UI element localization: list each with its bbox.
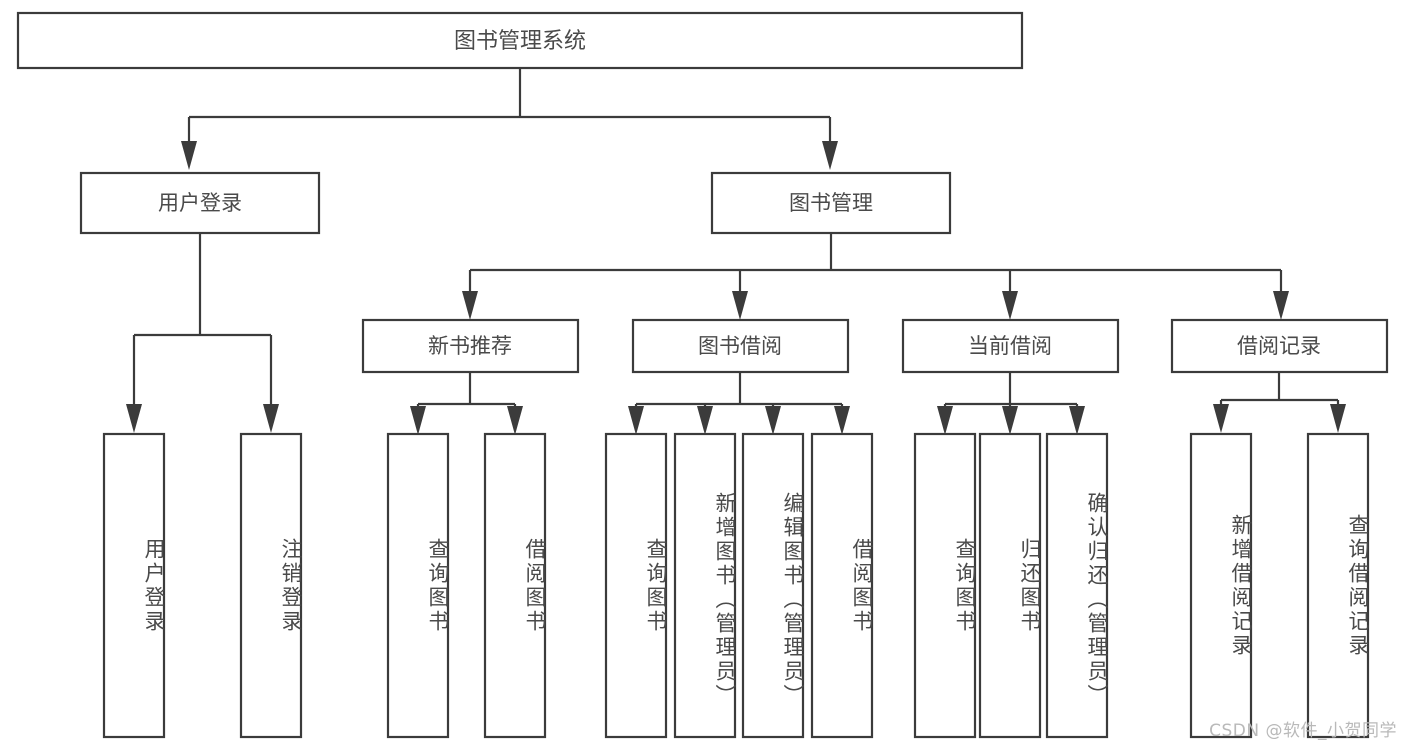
node-book-manage-box[interactable] (710, 171, 952, 235)
arrow-to-leaf-query-record (1330, 404, 1346, 433)
node-book-borrow-label: 图书借阅 (698, 334, 782, 358)
node-borrow-record[interactable]: 借阅记录 (1170, 318, 1389, 374)
arrow-to-leaf-borrow-book-2 (834, 406, 850, 435)
node-book-borrow[interactable]: 图书借阅 (631, 318, 850, 374)
arrow-to-leaf-return-book (1002, 406, 1018, 435)
arrow-to-leaf-borrow-book-1 (507, 406, 523, 435)
leaf-query-book-1-box[interactable] (386, 432, 450, 739)
node-current-borrow-label: 当前借阅 (968, 334, 1052, 358)
node-current-borrow-box[interactable] (901, 318, 1120, 374)
arrow-to-leaf-query-book-2 (628, 406, 644, 435)
node-new-book-recommend-label: 新书推荐 (428, 334, 512, 358)
arrow-to-borrow-record (1273, 291, 1289, 320)
leaf-user-login-box[interactable] (102, 432, 166, 739)
arrow-to-current-borrow (1002, 291, 1018, 320)
node-root-box[interactable] (16, 11, 1024, 70)
leaf-edit-book-box[interactable] (741, 432, 805, 739)
node-user-login[interactable]: 用户登录 (79, 171, 321, 235)
node-book-manage[interactable]: 图书管理 (710, 171, 952, 235)
node-root[interactable]: 图书管理系统 (16, 11, 1024, 70)
leaf-user-logout-box[interactable] (239, 432, 303, 739)
node-new-book-recommend[interactable]: 新书推荐 (361, 318, 580, 374)
leaf-add-record-box[interactable] (1189, 432, 1253, 739)
arrow-to-leaf-user-login (126, 404, 142, 433)
node-user-login-label: 用户登录 (158, 191, 242, 215)
arrow-root-to-user-login (181, 141, 197, 170)
arrow-to-leaf-add-record (1213, 404, 1229, 433)
node-borrow-record-label: 借阅记录 (1237, 334, 1321, 358)
node-new-book-recommend-box[interactable] (361, 318, 580, 374)
leaf-query-book-3-box[interactable] (913, 432, 977, 739)
leaf-query-book-2-box[interactable] (604, 432, 668, 739)
leaf-return-book-box[interactable] (978, 432, 1042, 739)
arrow-to-leaf-edit-book (765, 406, 781, 435)
arrow-to-new-book-recommend (462, 291, 478, 320)
node-root-label: 图书管理系统 (454, 29, 586, 54)
leaf-confirm-return-box[interactable] (1045, 432, 1109, 739)
node-current-borrow[interactable]: 当前借阅 (901, 318, 1120, 374)
arrow-to-leaf-confirm-return (1069, 406, 1085, 435)
arrow-to-leaf-add-book (697, 406, 713, 435)
node-borrow-record-box[interactable] (1170, 318, 1389, 374)
arrow-root-to-book-manage (822, 141, 838, 170)
leaf-borrow-book-1-box[interactable] (483, 432, 547, 739)
leaf-add-book-box[interactable] (673, 432, 737, 739)
arrow-to-leaf-query-book-3 (937, 406, 953, 435)
node-book-manage-label: 图书管理 (789, 191, 873, 215)
node-book-borrow-box[interactable] (631, 318, 850, 374)
csdn-watermark: CSDN @软件_小贺同学 (1209, 721, 1397, 741)
arrow-to-book-borrow (732, 291, 748, 320)
arrow-to-leaf-user-logout (263, 404, 279, 433)
arrow-to-leaf-query-book-1 (410, 406, 426, 435)
leaf-query-record-box[interactable] (1306, 432, 1370, 739)
leaf-borrow-book-2-box[interactable] (810, 432, 874, 739)
